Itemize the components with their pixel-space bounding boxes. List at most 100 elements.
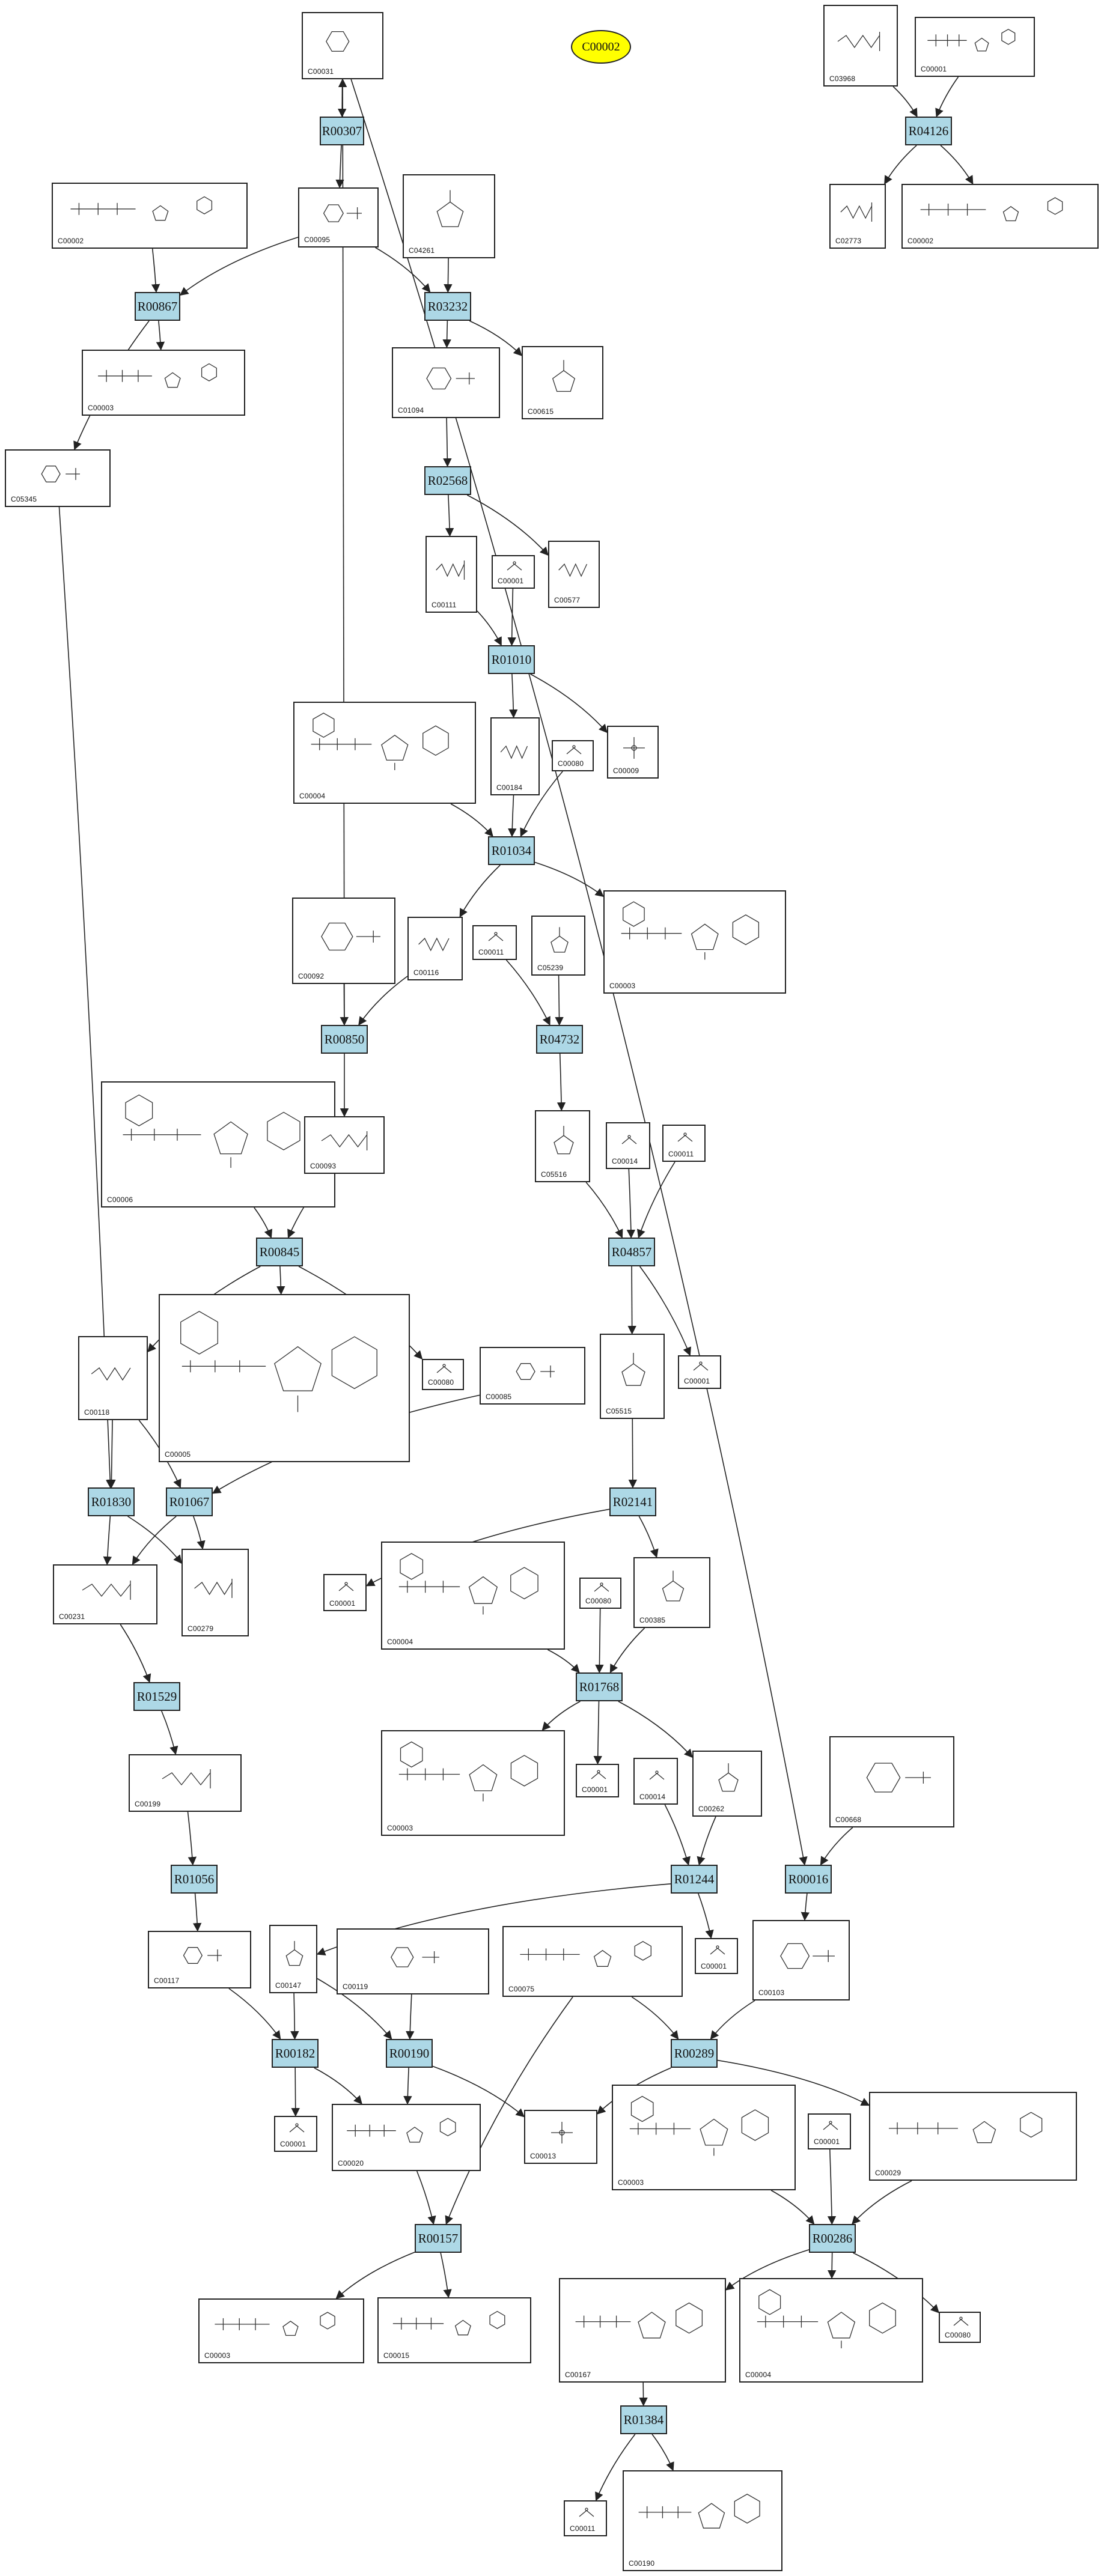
compound-node[interactable]: C00011 [564,2500,607,2536]
compound-node[interactable]: C00009 [607,726,659,779]
reaction-node[interactable]: R04126 [905,117,952,145]
compound-node[interactable]: C00002 [52,183,248,249]
compound-node[interactable]: C00003 [381,1730,565,1836]
reaction-edge [406,1994,415,2040]
compound-structure [698,1942,734,1960]
reaction-node[interactable]: R00286 [809,2224,856,2253]
compound-node[interactable]: C00020 [332,2104,481,2171]
compound-node[interactable]: C00111 [425,536,477,613]
compound-node[interactable]: C00014 [606,1122,650,1169]
compound-id-label: C00085 [486,1393,512,1401]
compound-node[interactable]: C00001 [323,1574,367,1611]
compound-node[interactable]: C00184 [490,717,540,795]
compound-node[interactable]: C00231 [53,1564,157,1624]
compound-node[interactable]: C00014 [633,1758,678,1805]
compound-node[interactable]: C00005 [159,1294,410,1462]
compound-node[interactable]: C00013 [524,2110,597,2164]
compound-node[interactable]: C00080 [552,740,594,771]
compound-node[interactable]: C00615 [522,346,603,419]
reaction-node[interactable]: R00157 [415,2224,462,2253]
reaction-node[interactable]: R00845 [256,1238,303,1266]
reaction-node[interactable]: R02141 [609,1487,656,1516]
reaction-node[interactable]: R00016 [785,1865,832,1894]
highlighted-compound-ellipse[interactable]: C00002 [571,30,631,64]
compound-node[interactable]: C00004 [293,702,476,804]
compound-node[interactable]: C00001 [695,1938,738,1974]
compound-structure [535,919,582,961]
compound-node[interactable]: C00668 [829,1736,954,1827]
compound-node[interactable]: C00118 [78,1336,148,1420]
compound-node[interactable]: C00001 [492,555,535,589]
structure-drawing [326,31,350,52]
compound-node[interactable]: C00031 [302,12,383,79]
compound-node[interactable]: C01094 [392,347,500,418]
reaction-node[interactable]: R04732 [536,1025,583,1054]
compound-node[interactable]: C00103 [752,1920,850,2000]
compound-node[interactable]: C00011 [472,925,517,960]
compound-node[interactable]: C00015 [377,2297,531,2363]
compound-node[interactable]: C00117 [148,1931,251,1988]
compound-node[interactable]: C00003 [198,2298,364,2363]
reaction-node[interactable]: R03232 [424,292,471,321]
compound-node[interactable]: C00075 [502,1926,683,1997]
compound-node[interactable]: C00004 [739,2278,923,2383]
reaction-node[interactable]: R04857 [608,1238,655,1266]
compound-node[interactable]: C00577 [548,541,600,608]
reaction-node[interactable]: R00182 [272,2039,319,2068]
compound-node[interactable]: C00006 [101,1081,335,1208]
compound-node[interactable]: C00147 [269,1925,317,1993]
compound-node[interactable]: C00080 [422,1359,464,1390]
compound-node[interactable]: C05515 [600,1334,665,1419]
compound-node[interactable]: C00080 [939,2312,981,2343]
reaction-node[interactable]: R01244 [671,1865,718,1894]
compound-node[interactable]: C00190 [623,2470,782,2571]
compound-node[interactable]: C00004 [381,1542,565,1650]
reaction-node[interactable]: R01384 [620,2405,667,2434]
compound-node[interactable]: C00119 [337,1928,489,1994]
compound-node[interactable]: C00262 [692,1751,762,1817]
reaction-node[interactable]: R01067 [166,1487,213,1516]
reaction-node[interactable]: R01529 [133,1682,180,1711]
structure-drawing [649,1770,665,1780]
reaction-node[interactable]: R00867 [135,292,180,321]
reaction-node[interactable]: R00190 [386,2039,433,2068]
reaction-node[interactable]: R00850 [321,1025,368,1054]
reaction-node[interactable]: R01010 [488,645,535,674]
compound-node[interactable]: C00085 [480,1347,585,1405]
compound-node[interactable]: C00167 [559,2278,726,2383]
compound-node[interactable]: C00279 [181,1549,249,1636]
reaction-node[interactable]: R01034 [488,836,535,865]
compound-node[interactable]: C05239 [531,916,585,976]
compound-node[interactable]: C00003 [612,2085,796,2190]
compound-node[interactable]: C00116 [407,917,463,980]
compound-node[interactable]: C00029 [869,2092,1077,2181]
compound-node[interactable]: C02773 [829,184,886,249]
compound-id-label: C00031 [308,67,334,76]
compound-node[interactable]: C03968 [823,5,898,87]
compound-node[interactable]: C00003 [603,890,786,994]
compound-node[interactable]: C00199 [129,1754,242,1812]
compound-node[interactable]: C00385 [633,1557,710,1628]
compound-node[interactable]: C00002 [901,184,1099,249]
reaction-node[interactable]: R01056 [171,1865,218,1894]
compound-node[interactable]: C05345 [5,449,111,507]
compound-node[interactable]: C05516 [535,1110,590,1182]
compound-node[interactable]: C00001 [915,17,1035,77]
compound-node[interactable]: C00080 [579,1578,621,1609]
compound-node[interactable]: C00001 [274,2116,317,2152]
compound-node[interactable]: C00001 [576,1764,619,1797]
reaction-node[interactable]: R01830 [88,1487,135,1516]
reaction-node[interactable]: R00307 [320,117,364,145]
compound-node[interactable]: C00095 [298,187,379,248]
compound-node[interactable]: C00011 [662,1125,706,1162]
reaction-node[interactable]: R00289 [671,2039,718,2068]
compound-id-label: C00011 [478,948,504,956]
compound-node[interactable]: C00001 [808,2113,851,2149]
compound-node[interactable]: C00093 [304,1116,385,1174]
compound-node[interactable]: C00003 [82,350,245,416]
compound-node[interactable]: C00001 [678,1355,721,1389]
compound-node[interactable]: C04261 [403,174,495,258]
compound-node[interactable]: C00092 [292,898,395,984]
reaction-node[interactable]: R02568 [424,466,471,495]
reaction-node[interactable]: R01768 [576,1672,623,1701]
